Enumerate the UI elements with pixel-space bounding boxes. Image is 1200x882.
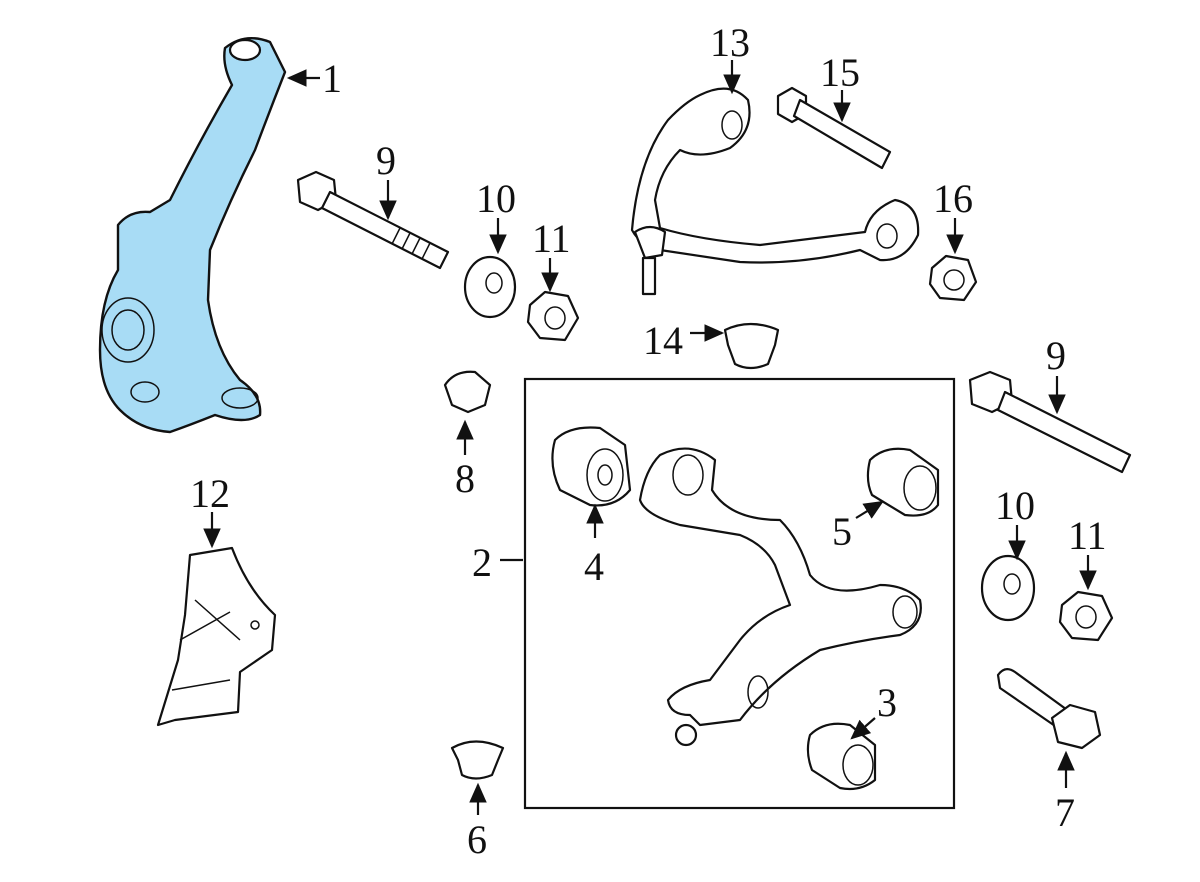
leader-lines [203,60,1097,815]
callout-3: 3 [877,680,897,725]
washer-10-upper[interactable] [463,255,517,319]
callout-8: 8 [455,456,475,501]
bolt-7[interactable] [996,668,1102,750]
steering-knuckle[interactable] [98,36,287,434]
bolt-15[interactable] [776,86,892,170]
bushing-4[interactable] [551,426,632,507]
callout-4: 4 [584,544,604,589]
callout-11-lower: 11 [1068,513,1107,558]
callout-15: 15 [820,50,860,95]
assembly-box [523,377,956,810]
callout-13: 13 [710,20,750,65]
callout-14: 14 [643,318,683,363]
splash-shield[interactable] [156,546,277,727]
nut-16[interactable] [928,254,978,302]
bushing-3[interactable] [806,722,877,791]
callout-9-lower: 9 [1046,333,1066,378]
bolt-9-lower[interactable] [968,370,1132,474]
callout-2: 2 [472,540,492,585]
callout-12: 12 [190,471,230,516]
bolt-9-upper[interactable] [296,170,450,270]
bushing-5[interactable] [866,447,940,517]
callout-10-lower: 10 [995,483,1035,528]
nut-8[interactable] [443,370,492,414]
callout-6: 6 [467,817,487,862]
callout-11-upper: 11 [532,216,571,261]
nut-11-lower[interactable] [1058,590,1114,642]
callout-7: 7 [1055,790,1075,835]
callout-9-upper: 9 [376,138,396,183]
callout-10-upper: 10 [476,176,516,221]
upper-control-arm[interactable] [630,87,920,296]
callout-5: 5 [832,509,852,554]
nut-14[interactable] [723,322,780,370]
lower-control-arm[interactable] [638,447,922,747]
nut-6[interactable] [450,740,505,780]
callout-16: 16 [933,176,973,221]
washer-10-lower[interactable] [980,554,1036,622]
callout-1: 1 [322,56,342,101]
nut-11-upper[interactable] [526,290,580,342]
